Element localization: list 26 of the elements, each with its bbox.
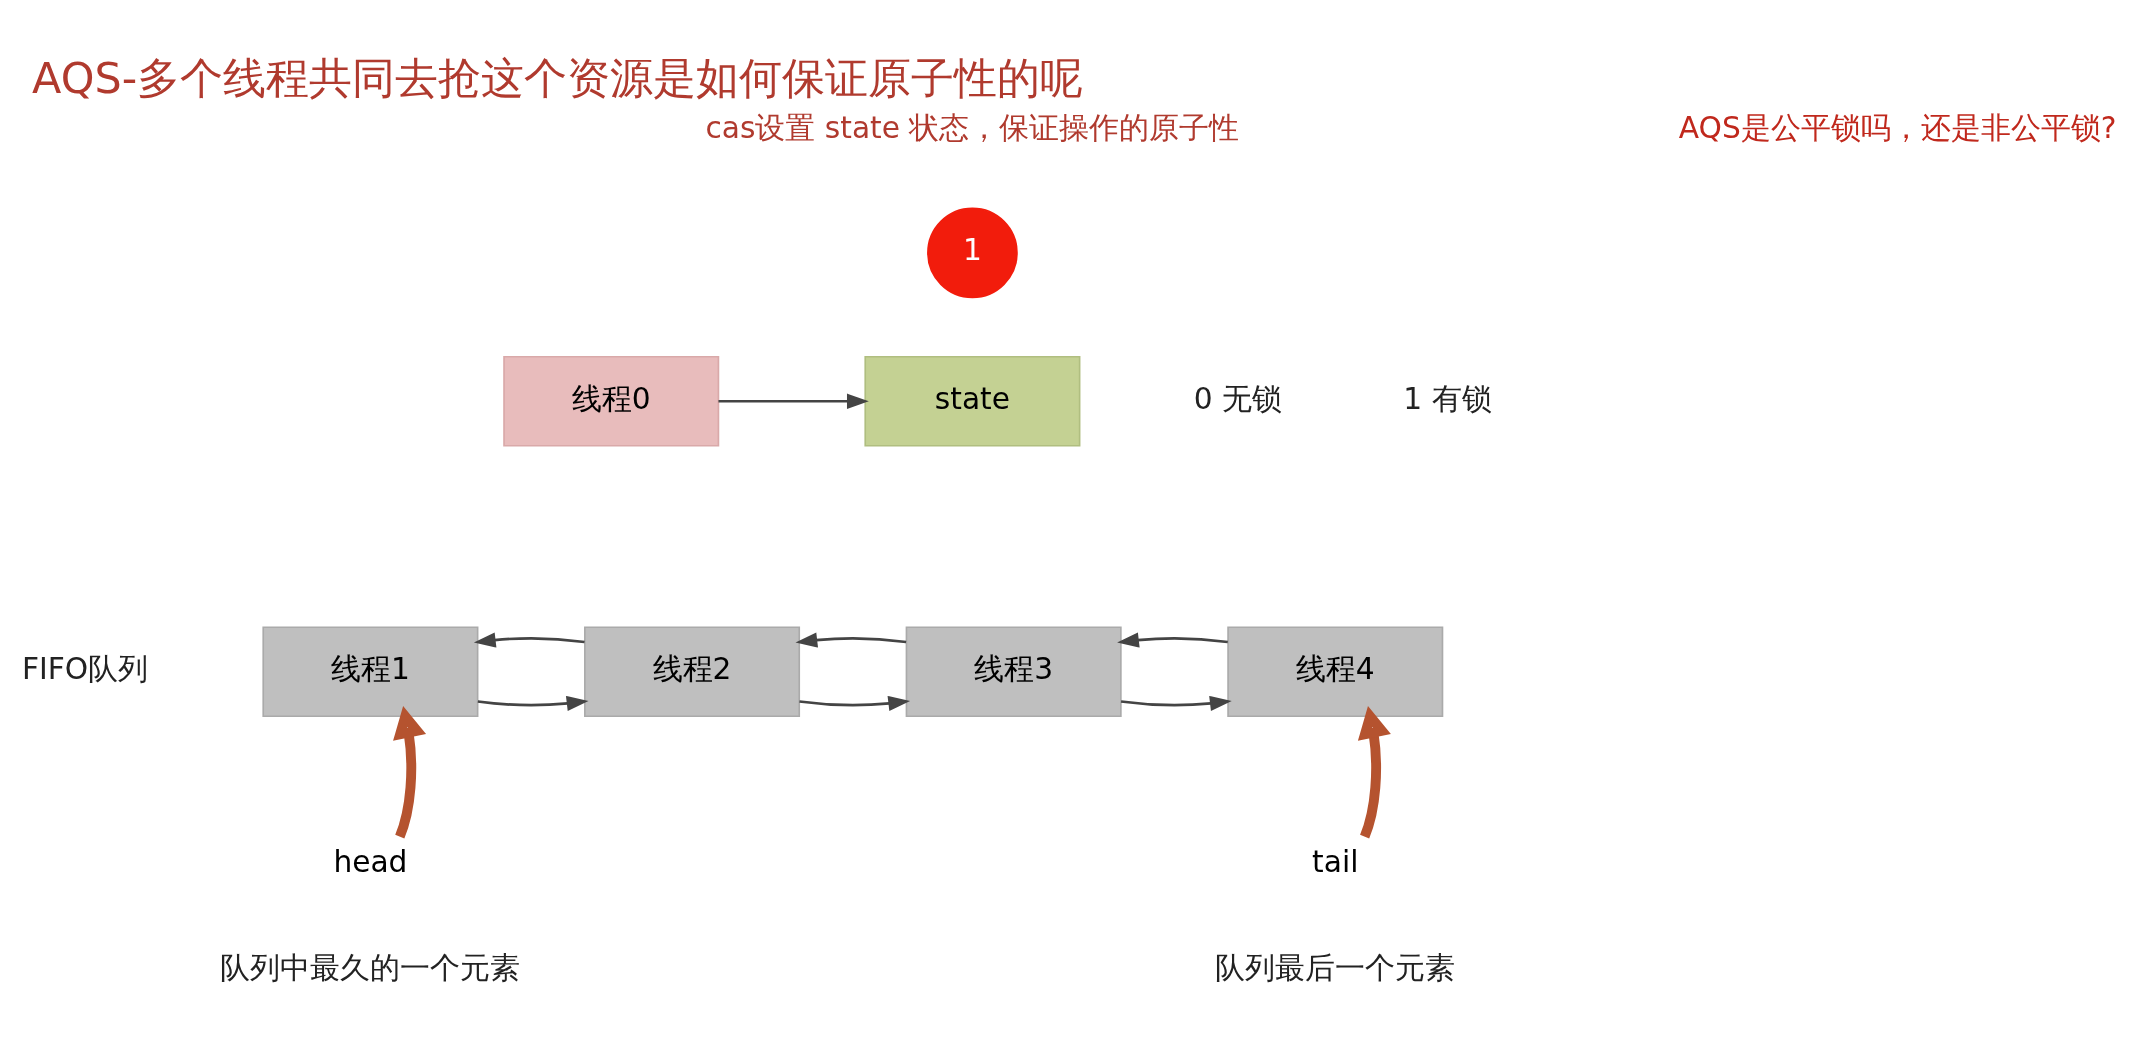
node-circle: 1 (927, 206, 1018, 298)
node-box: 线程4 (1227, 625, 1444, 717)
label: 队列最后一个元素 (1215, 949, 1456, 985)
node-box: 线程0 (503, 355, 720, 447)
label: FIFO队列 (21, 650, 149, 686)
arrow (799, 695, 911, 711)
arrow (473, 631, 585, 648)
arrow (1117, 631, 1228, 648)
node-box: 线程1 (262, 625, 479, 717)
arrow (1357, 705, 1391, 838)
node-box: 线程2 (584, 625, 801, 717)
arrow (795, 631, 907, 648)
arrow (477, 695, 589, 711)
label: AQS是公平锁吗，还是非公平锁? (1678, 109, 2117, 145)
label: 1 有锁 (1403, 380, 1492, 416)
arrow (393, 705, 427, 838)
arrow (1120, 695, 1232, 711)
diagram-title: AQS-多个线程共同去抢这个资源是如何保证原子性的呢 (32, 52, 1084, 102)
node-text: tail (1312, 843, 1359, 879)
node-text: head (333, 843, 408, 879)
label: 0 无锁 (1193, 380, 1283, 416)
arrow (718, 393, 869, 409)
node-box: 线程3 (905, 625, 1122, 717)
label: cas设置 state 状态，保证操作的原子性 (705, 109, 1240, 145)
label: 队列中最久的一个元素 (220, 949, 521, 985)
node-box: state (864, 355, 1081, 447)
